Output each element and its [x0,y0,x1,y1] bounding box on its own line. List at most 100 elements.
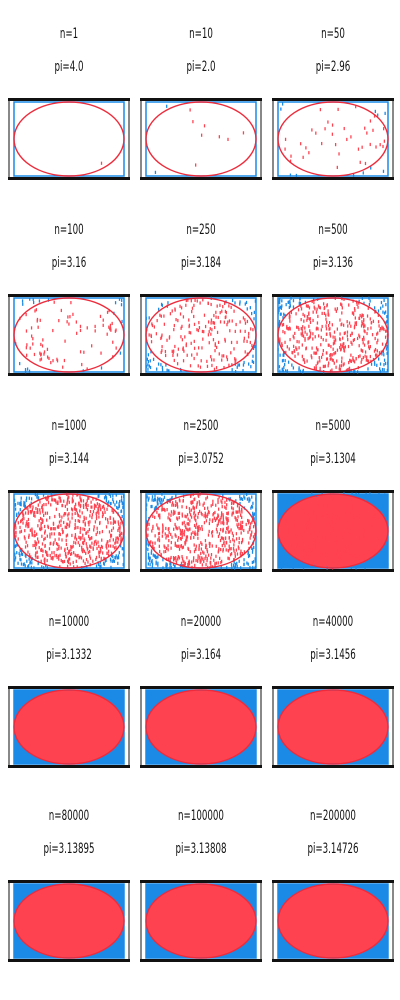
inside-point [333,330,336,334]
inside-point [224,315,226,320]
inside-point [164,545,166,549]
inside-point [249,340,251,345]
inside-point [50,556,52,560]
inside-point [38,519,40,523]
outside-point [115,556,117,560]
outside-point [384,493,386,497]
outside-point [379,362,382,366]
inside-point [371,550,373,554]
inside-point [100,508,102,512]
inside-point [71,500,73,504]
inside-point [74,535,77,539]
inside-point [222,520,225,524]
outside-point [16,512,18,516]
inside-point [346,330,349,334]
outside-point [160,498,163,502]
outside-point [363,496,365,500]
outside-point [28,496,30,500]
inside-point [176,502,179,506]
outside-point [377,113,379,117]
outside-point [151,562,154,566]
inside-point [207,320,210,324]
inside-point [186,556,188,560]
inside-point [65,538,67,542]
outside-point [251,495,253,499]
inside-point [98,503,100,507]
inside-point [211,534,214,538]
outside-point [278,309,280,313]
inside-point [287,327,289,331]
inside-point [27,507,29,511]
inside-point [212,502,214,507]
outside-point [23,503,25,507]
inside-point [300,543,302,547]
inside-point [79,324,82,328]
inside-point [328,323,330,328]
inside-point [187,560,190,565]
inside-point [249,525,251,529]
inside-point [157,526,159,530]
inside-point [240,531,242,535]
inside-point [376,353,378,357]
inside-point [79,527,82,531]
inside-point [370,523,373,527]
inside-point [241,551,243,556]
inside-point [112,510,115,514]
inside-point [219,320,222,324]
inside-point [361,321,363,326]
inside-point [81,548,83,552]
outside-point [110,559,112,563]
inside-point [73,506,76,510]
inside-point [251,520,253,524]
inside-point [382,127,385,131]
outside-point [383,358,386,362]
inside-point [317,334,320,338]
outside-point [234,565,237,569]
scatter-plot [8,98,130,180]
inside-point [112,340,114,344]
inside-point [300,332,302,336]
outside-point [292,305,295,309]
outside-point [372,556,374,561]
inside-point [319,359,321,363]
inside-point [334,335,336,339]
inside-point [345,538,347,542]
pi-estimate-label: pi=3.0752 [178,451,224,467]
inside-point [60,546,62,550]
inside-point [383,139,386,143]
inside-point [362,314,364,318]
inside-point [341,510,344,514]
outside-point [239,302,241,306]
inside-point [33,513,35,517]
sample-count-label: n=200000 [310,808,356,824]
inside-point [212,518,214,522]
inside-point [87,503,89,508]
outside-point [282,369,285,373]
inside-point [239,510,241,514]
outside-point [282,316,284,320]
inside-point [230,552,233,556]
inside-point [330,547,333,551]
inside-point [297,352,299,356]
inside-point [69,562,71,566]
inside-point [334,307,336,311]
inside-point [206,559,208,563]
inside-point [159,516,161,520]
inside-point [203,551,205,555]
outside-point [159,497,161,501]
inside-point [195,518,197,523]
inside-point [181,546,183,550]
inside-point [193,535,195,540]
inside-point [346,515,348,519]
inside-point [174,522,176,527]
inside-point [331,515,333,519]
inside-point [342,363,344,367]
inside-point [203,506,206,511]
inside-point [79,536,82,540]
inside-point [100,556,102,560]
inside-point [357,355,360,359]
outside-point [151,498,153,502]
inside-point [58,544,60,548]
outside-point [157,555,159,559]
inside-point [193,543,195,547]
